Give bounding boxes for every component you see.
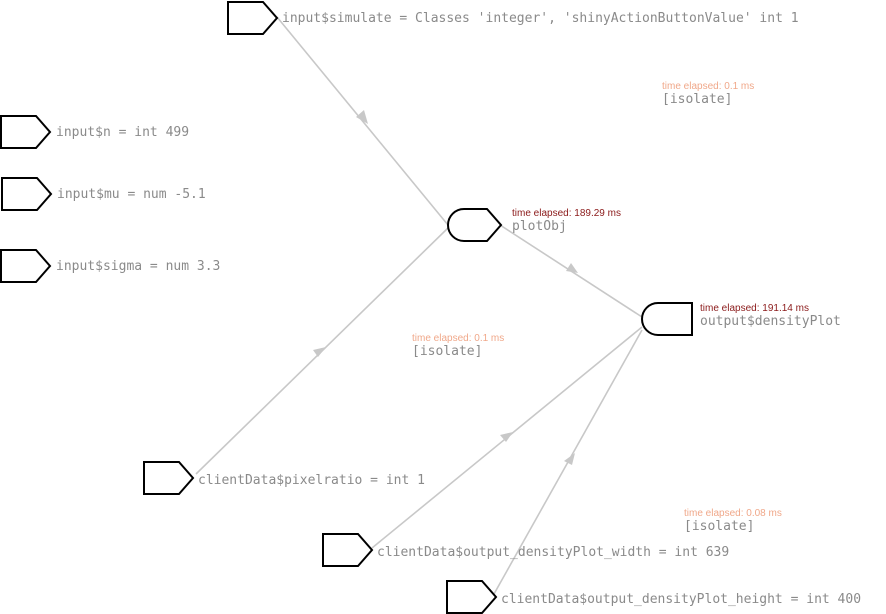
- node-label: clientData$pixelratio = int 1: [198, 473, 425, 488]
- time-elapsed-label: time elapsed: 0.1 ms: [412, 333, 504, 344]
- output-node-icon: [641, 302, 693, 336]
- time-elapsed-label: time elapsed: 0.1 ms: [662, 81, 754, 92]
- node-input-simulate[interactable]: input$simulate = Classes 'integer', 'shi…: [227, 1, 799, 35]
- time-elapsed-label: time elapsed: 0.08 ms: [684, 508, 782, 519]
- time-elapsed-label: time elapsed: 191.14 ms: [700, 303, 809, 314]
- node-label: clientData$output_densityPlot_width = in…: [377, 545, 729, 560]
- input-node-icon: [143, 461, 195, 495]
- isolate-annotation: time elapsed: 0.08 ms [isolate]: [684, 508, 782, 534]
- arrow-icon: [356, 110, 368, 124]
- arrow-icon: [564, 453, 575, 465]
- isolate-label: [isolate]: [662, 92, 732, 107]
- arrow-icon: [500, 432, 513, 442]
- edge-simulate-to-plotobj: [276, 16, 449, 226]
- node-label: input$simulate = Classes 'integer', 'shi…: [282, 11, 799, 26]
- node-output-densityplot[interactable]: time elapsed: 191.14 ms output$densityPl…: [641, 302, 841, 336]
- isolate-label: [isolate]: [684, 519, 754, 534]
- arrow-icon: [313, 347, 326, 357]
- node-label: input$mu = num -5.1: [57, 187, 206, 202]
- input-node-icon: [446, 580, 498, 614]
- input-node-icon: [0, 249, 52, 283]
- node-label: output$densityPlot: [700, 314, 841, 329]
- edges: [195, 16, 643, 595]
- arrow-icon: [566, 263, 578, 273]
- node-clientdata-pixelratio[interactable]: clientData$pixelratio = int 1: [143, 461, 425, 495]
- node-label: input$n = int 499: [56, 125, 189, 140]
- node-plotobj[interactable]: time elapsed: 189.29 ms plotObj: [447, 208, 621, 242]
- isolate-annotation: time elapsed: 0.1 ms [isolate]: [412, 333, 504, 359]
- input-node-icon: [227, 1, 279, 35]
- node-input-n[interactable]: input$n = int 499: [0, 115, 189, 149]
- node-label: clientData$output_densityPlot_height = i…: [501, 592, 861, 607]
- time-elapsed-label: time elapsed: 189.29 ms: [512, 208, 621, 219]
- node-clientdata-height[interactable]: clientData$output_densityPlot_height = i…: [446, 580, 861, 614]
- node-clientdata-width[interactable]: clientData$output_densityPlot_width = in…: [322, 533, 729, 567]
- input-node-icon: [1, 177, 53, 211]
- node-input-sigma[interactable]: input$sigma = num 3.3: [0, 249, 220, 283]
- node-label: plotObj: [512, 219, 567, 234]
- conductor-node-icon: [447, 208, 503, 242]
- isolate-label: [isolate]: [412, 344, 482, 359]
- node-label: input$sigma = num 3.3: [56, 259, 220, 274]
- input-node-icon: [322, 533, 374, 567]
- input-node-icon: [0, 115, 52, 149]
- node-input-mu[interactable]: input$mu = num -5.1: [1, 177, 206, 211]
- isolate-annotation: time elapsed: 0.1 ms [isolate]: [662, 81, 754, 107]
